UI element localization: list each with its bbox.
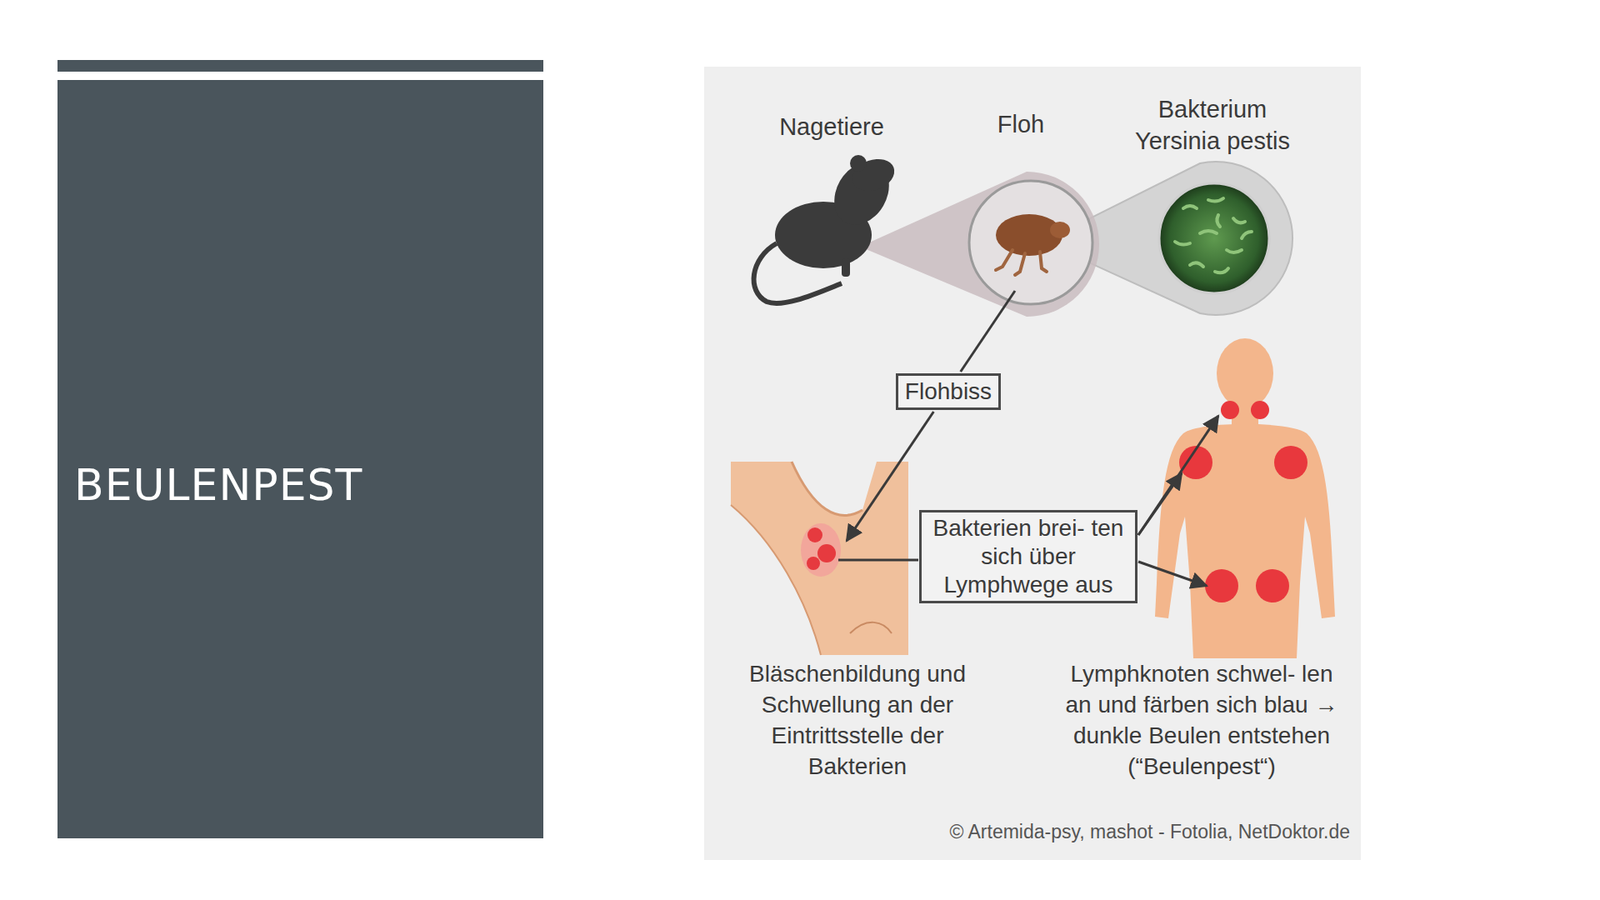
bacterium-rod <box>1241 231 1252 239</box>
magnify-drop <box>860 171 1100 317</box>
leader-line <box>1138 415 1219 535</box>
swelling <box>800 523 841 577</box>
label-box: Flohbiss <box>895 373 1001 410</box>
slide-title: BEULENPEST <box>74 460 363 510</box>
host-label: Nagetiere <box>779 111 885 142</box>
process-box: Bakterien brei- ten sich über Lymphwege … <box>919 510 1138 604</box>
leader-line <box>1138 561 1207 586</box>
rat-ear <box>850 155 867 172</box>
flea-leg <box>1015 253 1025 275</box>
lymph-node <box>1255 569 1290 603</box>
bacterium-rod <box>1216 215 1220 227</box>
flea <box>995 214 1070 275</box>
leader-line <box>960 290 1015 372</box>
leader-line <box>1138 473 1182 535</box>
bacterium-rod <box>1183 205 1197 209</box>
bacterium-rod <box>1226 250 1242 253</box>
lymph-nodes <box>1179 400 1308 603</box>
head <box>1216 338 1274 409</box>
title-panel <box>57 80 544 839</box>
bacteria <box>1175 198 1252 273</box>
rat <box>754 151 900 304</box>
flea-leg <box>995 250 1013 270</box>
flea-leg <box>1040 251 1047 272</box>
skin-fold <box>850 622 892 634</box>
rat-foot <box>841 258 850 277</box>
lymph-node <box>1205 569 1239 603</box>
bacterium-rod <box>1215 268 1229 273</box>
flea-head <box>1050 221 1070 239</box>
top-bar <box>57 60 544 72</box>
rat-chest <box>823 151 900 235</box>
caption: Bläschenbildung und Schwellung an der Ei… <box>732 658 983 782</box>
lymph-node <box>1250 400 1270 420</box>
box-text: Bakterien brei- ten sich über Lymphwege … <box>928 514 1129 600</box>
body-silhouette <box>1155 338 1335 659</box>
bacterium-rod <box>1208 198 1224 202</box>
bacterium-circle <box>1159 183 1270 294</box>
skin-fold <box>730 505 821 655</box>
vector-label: Floh <box>997 109 1045 140</box>
bacterium-rod <box>1175 241 1190 245</box>
blister <box>817 544 836 563</box>
lymph-node <box>1274 445 1308 480</box>
rat-head <box>847 153 899 197</box>
bacterium-rod <box>1233 218 1245 223</box>
rat-tail <box>754 243 842 304</box>
box-text: Flohbiss <box>905 377 992 406</box>
blister <box>807 527 823 543</box>
flea-circle <box>969 180 1093 305</box>
torso <box>1155 424 1335 659</box>
blister <box>806 556 820 570</box>
bacterium-rod <box>1200 230 1217 234</box>
pathogen-label: Bakterium Yersinia pestis <box>1112 93 1313 157</box>
picture-ground <box>704 66 1361 860</box>
bacterium-rod <box>1190 262 1204 267</box>
copyright: © Artemida-psy, mashot - Fotolia, NetDok… <box>949 820 1350 844</box>
caption: Lymphknoten schwel- len an und färben si… <box>1064 658 1340 782</box>
lymph-node <box>1220 400 1240 420</box>
leader-line <box>838 559 919 562</box>
skin-fold <box>791 461 863 515</box>
flea-legs <box>995 250 1047 275</box>
